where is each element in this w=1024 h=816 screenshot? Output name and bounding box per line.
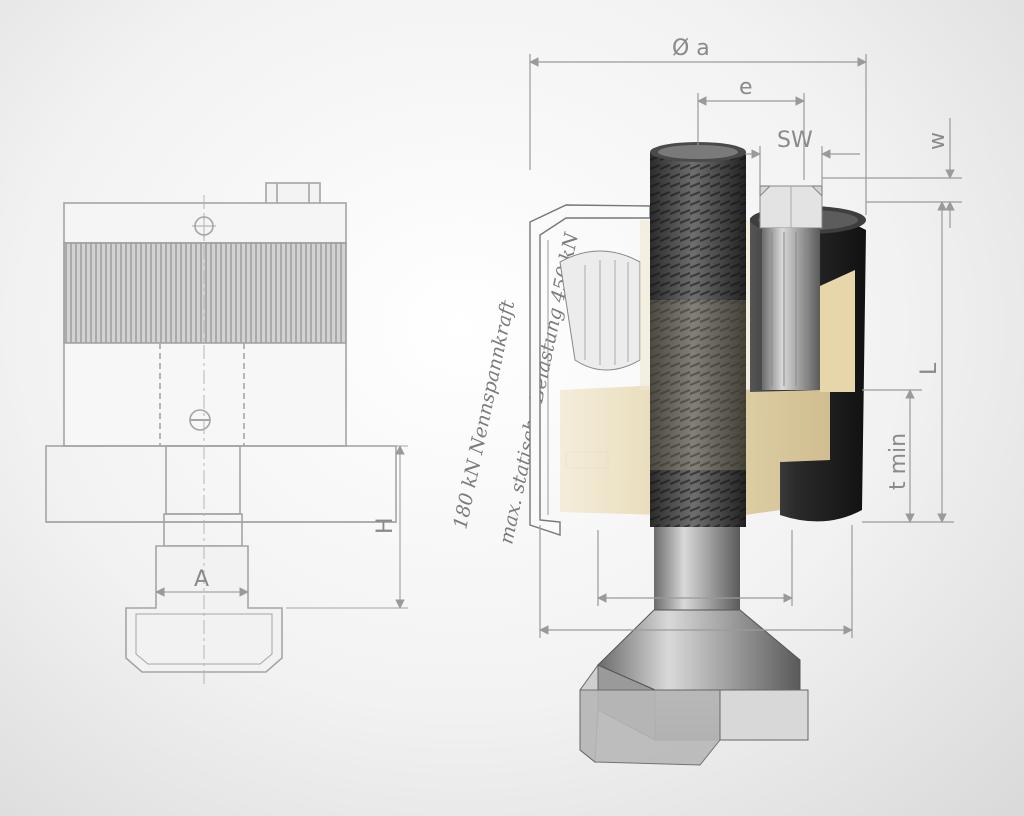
dim-label-diameter-a: Ø a bbox=[672, 36, 710, 61]
dim-label-t-min: t min bbox=[886, 433, 911, 490]
dim-label-w: w bbox=[925, 132, 950, 150]
dim-label-A: A bbox=[194, 567, 209, 592]
cutaway-3d-view bbox=[529, 142, 866, 766]
dim-label-e: e bbox=[739, 75, 753, 100]
side-view-drawing bbox=[45, 182, 408, 688]
dim-label-sw: SW bbox=[777, 128, 813, 153]
dim-label-H: H bbox=[373, 517, 398, 534]
dim-label-L: L bbox=[917, 362, 942, 375]
dimension-lines bbox=[529, 54, 962, 638]
